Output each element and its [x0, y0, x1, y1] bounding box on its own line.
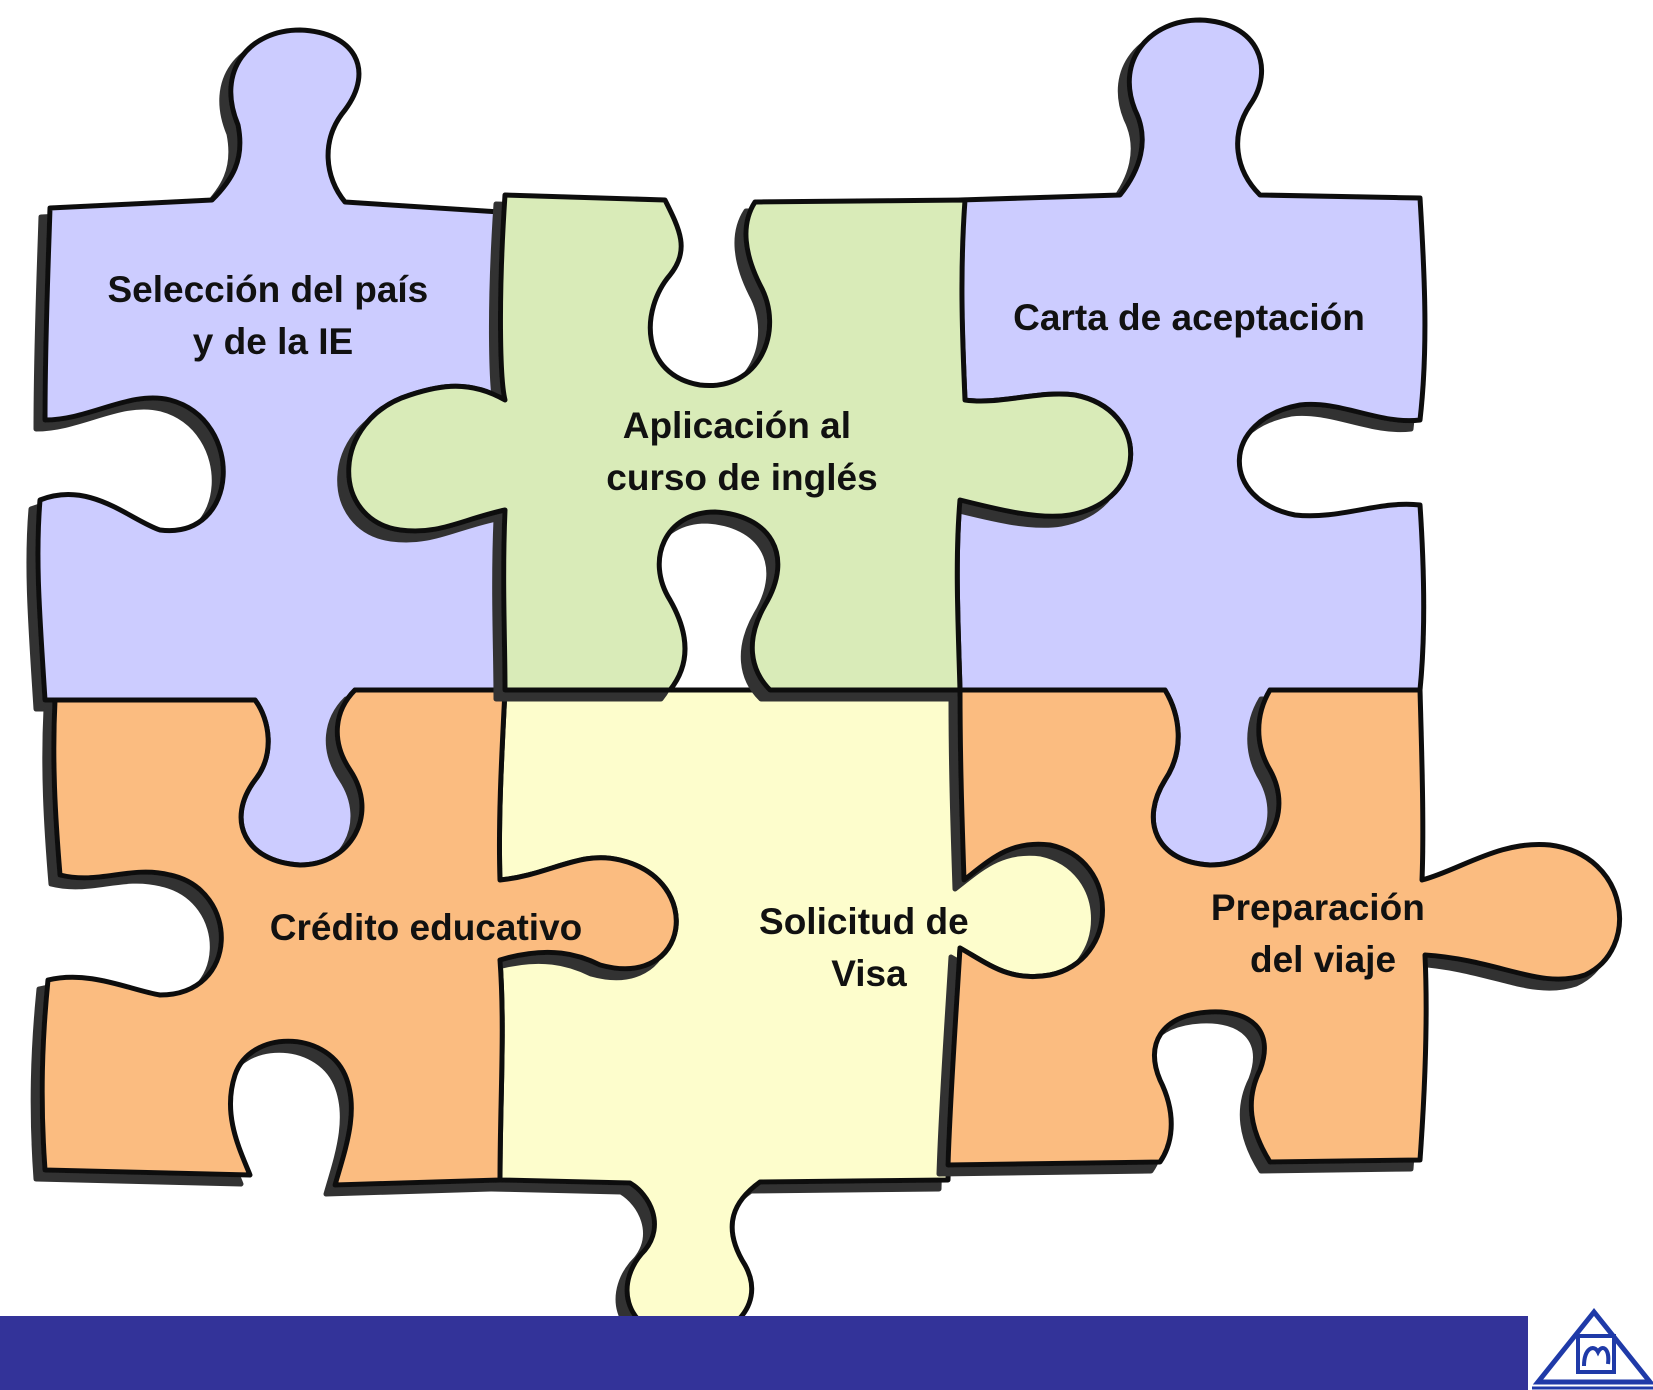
label-aplicacion-line1: Aplicación al — [623, 405, 851, 446]
label-credito-line1: Crédito educativo — [270, 907, 583, 948]
label-aplicacion-line2: curso de inglés — [606, 457, 877, 498]
label-preparacion-line2: del viaje — [1250, 939, 1396, 980]
label-carta: Carta de aceptación — [1013, 297, 1365, 338]
label-preparacion: Preparación del viaje — [1211, 887, 1435, 980]
piece-aplicacion — [346, 192, 1134, 693]
piece-credito-shape — [39, 687, 679, 1188]
piece-preparacion-shape — [945, 687, 1622, 1168]
piece-aplicacion-shape — [346, 192, 1134, 693]
label-carta-line1: Carta de aceptación — [1013, 297, 1365, 338]
label-preparacion-line1: Preparación — [1211, 887, 1425, 928]
label-visa-line2: Visa — [831, 953, 907, 994]
label-visa: Solicitud de Visa — [759, 901, 979, 994]
label-aplicacion: Aplicación al curso de inglés — [606, 405, 877, 498]
piece-preparacion — [945, 687, 1622, 1168]
label-credito: Crédito educativo — [270, 907, 583, 948]
footer-bar — [0, 1316, 1528, 1390]
label-visa-line1: Solicitud de — [759, 901, 969, 942]
label-seleccion-line2: y de la IE — [193, 321, 353, 362]
piece-credito — [39, 687, 679, 1188]
label-seleccion-line1: Selección del país — [107, 269, 428, 310]
label-seleccion: Selección del país y de la IE — [107, 269, 438, 362]
triangle-logo-icon — [1532, 1307, 1653, 1390]
